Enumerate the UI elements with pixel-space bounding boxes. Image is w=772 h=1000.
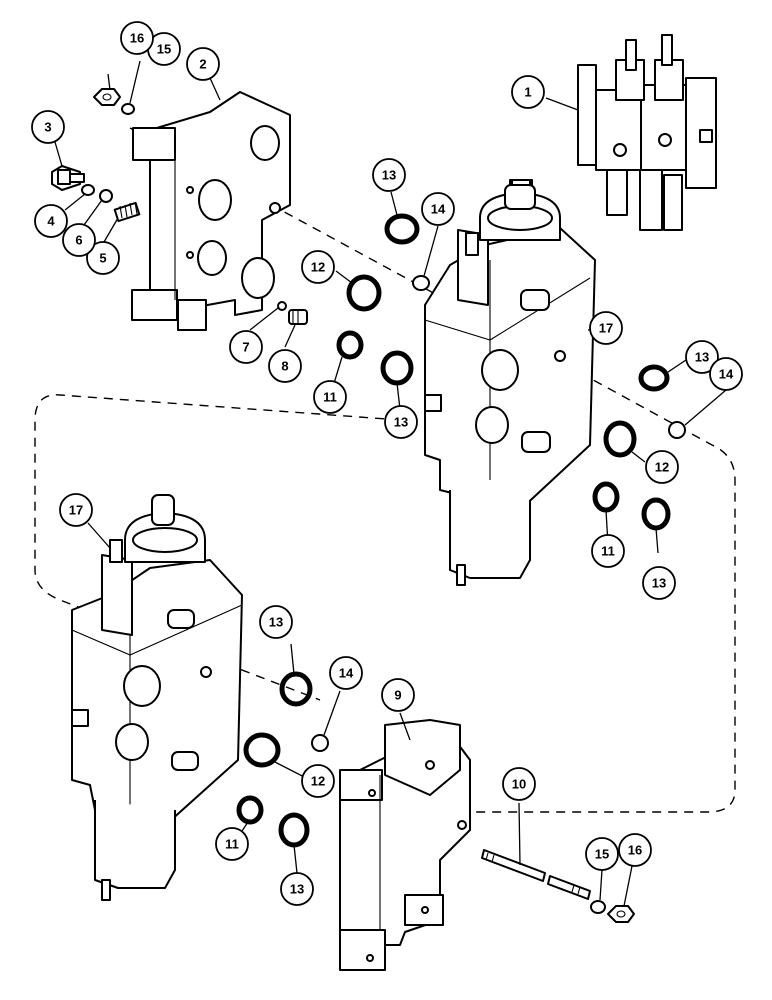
ball — [277, 301, 287, 311]
assembly-dashed-line — [129, 127, 736, 813]
lockwasher-bottom — [590, 900, 606, 914]
svg-text:7: 7 — [242, 340, 249, 355]
callout-11-right: 11 — [591, 534, 625, 568]
svg-text:13: 13 — [382, 168, 396, 183]
callout-12-lower: 12 — [301, 764, 335, 798]
inlet-end-cover — [131, 91, 291, 331]
svg-text:4: 4 — [47, 214, 55, 229]
valve-section-lower — [71, 494, 243, 901]
o-ring-13-top — [384, 213, 420, 245]
nut-bottom — [607, 905, 635, 923]
seal-14-top — [412, 275, 430, 291]
o-ring-13-mid — [380, 350, 414, 386]
callout-17-lower: 17 — [59, 493, 93, 527]
callout-1: 1 — [511, 75, 545, 109]
svg-text:12: 12 — [311, 260, 325, 275]
svg-text:11: 11 — [225, 837, 239, 852]
callout-11-lower: 11 — [215, 827, 249, 861]
svg-text:2: 2 — [199, 57, 206, 72]
valve-section-upper — [424, 179, 596, 586]
tie-stud — [481, 849, 591, 900]
callout-13-top: 13 — [372, 158, 406, 192]
svg-text:15: 15 — [595, 847, 609, 862]
svg-text:14: 14 — [719, 367, 734, 382]
callout-13-mid: 13 — [384, 405, 418, 439]
o-ring-12-lower — [243, 732, 281, 768]
svg-text:11: 11 — [601, 544, 615, 559]
callout-8: 8 — [268, 349, 302, 383]
callout-6: 6 — [62, 223, 96, 257]
o-ring-11-top — [336, 330, 364, 360]
svg-text:13: 13 — [269, 615, 283, 630]
plug — [288, 309, 308, 325]
callout-14-upper: 14 — [421, 192, 455, 226]
o-ring-11-lower — [236, 795, 264, 825]
svg-text:17: 17 — [69, 503, 83, 518]
assembled-valve — [577, 34, 717, 231]
callout-14-right: 14 — [709, 357, 743, 391]
callout-14-lower: 14 — [329, 656, 363, 690]
o-ring-13-lower — [279, 671, 313, 707]
svg-text:17: 17 — [599, 321, 613, 336]
callout-13-bottom: 13 — [280, 872, 314, 906]
callout-13-lower: 13 — [259, 605, 293, 639]
fitting — [51, 165, 85, 191]
svg-text:13: 13 — [695, 350, 709, 365]
callout-17-upper: 17 — [589, 311, 623, 345]
svg-text:13: 13 — [652, 576, 666, 591]
svg-text:6: 6 — [75, 233, 82, 248]
svg-text:13: 13 — [394, 415, 408, 430]
lockwasher-top — [121, 103, 135, 115]
svg-text:15: 15 — [157, 42, 171, 57]
nut-top — [93, 88, 121, 106]
svg-text:9: 9 — [394, 688, 401, 703]
callout-12-upper: 12 — [301, 250, 335, 284]
callout-13-right: 13 — [685, 340, 719, 374]
o-ring-13-right-low — [641, 497, 671, 531]
poppet — [99, 189, 113, 203]
callout-7: 7 — [229, 330, 263, 364]
svg-text:14: 14 — [431, 202, 446, 217]
callout-2: 2 — [186, 47, 220, 81]
spring — [113, 201, 141, 223]
seal-14-right — [668, 421, 686, 439]
callout-16-bottom: 16 — [618, 833, 652, 867]
callout-15-top: 15 — [147, 32, 181, 66]
seal-14-lower — [311, 734, 329, 752]
svg-text:10: 10 — [512, 777, 526, 792]
callout-3: 3 — [31, 110, 65, 144]
svg-text:12: 12 — [655, 460, 669, 475]
o-ring-13-right — [638, 364, 670, 392]
callout-12-right: 12 — [645, 450, 679, 484]
o-ring-13-bottom — [278, 812, 310, 848]
assembly-dashed-line-left — [34, 394, 401, 701]
svg-text:14: 14 — [339, 666, 354, 681]
callout-13-right-low: 13 — [642, 566, 676, 600]
o-ring-11-right — [592, 481, 620, 513]
callout-10: 10 — [502, 767, 536, 801]
outlet-end-cover — [339, 719, 471, 971]
o-ring-12-top — [346, 274, 382, 312]
callout-11-upper: 11 — [313, 380, 347, 414]
callout-5: 5 — [86, 241, 120, 275]
svg-text:1: 1 — [524, 85, 531, 100]
svg-text:12: 12 — [311, 774, 325, 789]
svg-text:13: 13 — [290, 882, 304, 897]
callout-9: 9 — [381, 678, 415, 712]
callout-4: 4 — [34, 204, 68, 238]
o-ring-small — [81, 184, 95, 196]
callout-15-bottom: 15 — [585, 837, 619, 871]
svg-text:16: 16 — [130, 31, 144, 46]
svg-text:11: 11 — [323, 390, 337, 405]
svg-text:16: 16 — [628, 843, 642, 858]
o-ring-12-right — [603, 420, 637, 458]
svg-text:3: 3 — [44, 120, 51, 135]
callout-16-top: 16 — [120, 21, 154, 55]
svg-text:5: 5 — [99, 251, 106, 266]
svg-text:8: 8 — [281, 359, 288, 374]
